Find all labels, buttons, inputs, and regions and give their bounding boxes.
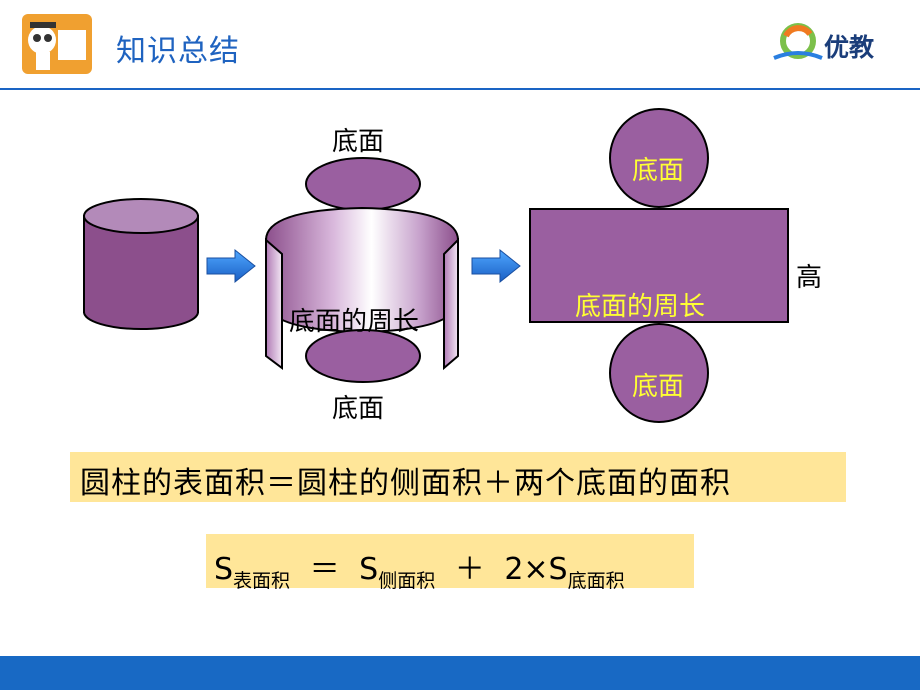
bottom-base-label: 底面 — [332, 394, 385, 424]
top-base-label: 底面 — [332, 127, 385, 157]
footer-bar — [0, 656, 920, 690]
eq-coefficient: 2×S — [504, 552, 568, 587]
eq-equals: ＝ — [309, 552, 340, 587]
eq-sub-base: 底面积 — [567, 570, 625, 592]
net-top-circle-label: 底面 — [632, 156, 685, 186]
arrow-right-icon — [471, 248, 521, 284]
cylinder-net — [529, 108, 789, 423]
formula-box — [70, 452, 846, 502]
equation-box — [206, 534, 694, 588]
header-divider — [0, 88, 920, 90]
eq-plus: ＋ — [454, 552, 485, 587]
mascot-logo-icon — [22, 14, 92, 74]
eq-sub-lateral: 侧面积 — [378, 570, 436, 592]
formula-text: 圆柱的表面积＝圆柱的侧面积＋两个底面的面积 — [80, 466, 731, 501]
cylinder-unfolding — [265, 157, 459, 383]
brand-name: 优教 — [824, 33, 875, 62]
page-title: 知识总结 — [116, 34, 240, 69]
net-rect-label: 底面的周长 — [575, 292, 706, 322]
height-label: 高 — [796, 263, 823, 293]
cylinder-solid — [83, 198, 199, 330]
eq-sub-surface: 表面积 — [233, 570, 291, 592]
equation-line: S表面积 ＝ S侧面积 ＋ 2×S底面积 — [214, 544, 625, 593]
arrow-right-icon — [206, 248, 256, 284]
net-bottom-circle-label: 底面 — [632, 372, 685, 402]
eq-symbol-s1: S — [214, 552, 234, 587]
brand-logo-icon — [773, 23, 823, 60]
circumference-label: 底面的周长 — [289, 307, 420, 337]
eq-symbol-s2: S — [359, 552, 379, 587]
